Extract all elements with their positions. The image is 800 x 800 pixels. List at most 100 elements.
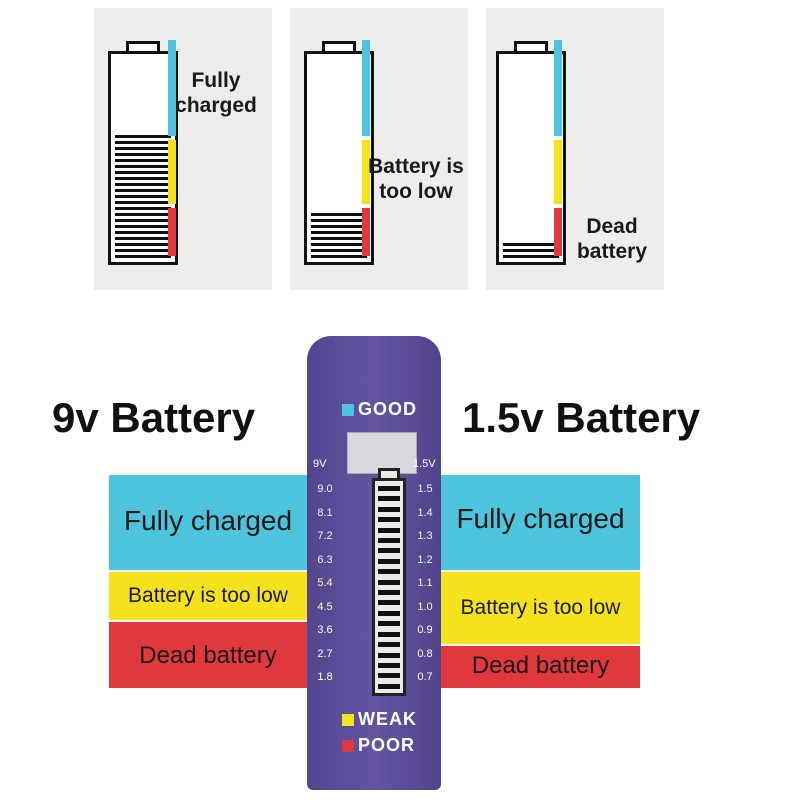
battery-bar <box>311 249 367 252</box>
good-label-row: GOOD <box>342 399 417 420</box>
battery-bar <box>311 255 367 258</box>
good-label: GOOD <box>358 399 418 419</box>
battery-bar <box>311 225 367 228</box>
panel-label-line1: Dead <box>586 215 638 238</box>
right-band-fully-label: Fully charged <box>456 503 625 534</box>
voltage-value: 1.0 <box>417 600 433 613</box>
voltage-value: 1.4 <box>417 506 433 519</box>
left-band-dead-label: Dead battery <box>139 642 277 669</box>
meter-bar <box>378 652 400 658</box>
level-strip-weak <box>362 140 370 204</box>
right-band-dead-label: Dead battery <box>471 652 610 679</box>
meter-bar <box>378 662 400 668</box>
level-strip-weak <box>554 140 562 204</box>
battery-level-bars <box>115 135 171 258</box>
battery-bar <box>115 213 171 216</box>
weak-indicator-icon <box>342 713 354 726</box>
battery-bar <box>115 207 171 210</box>
battery-bar <box>503 249 559 252</box>
battery-bar <box>311 213 367 216</box>
left-title: 9v Battery <box>52 394 256 441</box>
right-band-low-label: Battery is too low <box>460 596 621 619</box>
meter-bar <box>378 590 400 596</box>
meter-bar <box>378 631 400 637</box>
level-strip-weak <box>168 140 176 204</box>
voltage-value: 4.5 <box>317 600 333 613</box>
panel-label-line2: charged <box>175 94 257 117</box>
meter-bar <box>378 496 400 502</box>
meter-bar <box>378 569 400 575</box>
battery-bar <box>115 225 171 228</box>
battery-bar <box>311 231 367 234</box>
meter-bar <box>378 610 400 616</box>
panel-label-line1: Battery is <box>368 155 464 178</box>
meter-bar <box>378 517 400 523</box>
panel-label-line2: too low <box>379 180 453 203</box>
level-strip-good <box>168 40 176 136</box>
voltage-value: 1.5 <box>417 483 433 495</box>
battery-bar <box>115 189 171 192</box>
battery-bar <box>311 243 367 246</box>
battery-bar <box>115 165 171 168</box>
battery-bar <box>311 237 367 240</box>
meter-bar <box>378 558 400 564</box>
voltage-value: 6.3 <box>317 553 333 566</box>
battery-level-bars <box>503 243 559 258</box>
right-band-low: Battery is too low <box>441 572 640 644</box>
battery-bar <box>115 153 171 156</box>
right-title: 1.5v Battery <box>462 394 701 441</box>
battery-bar <box>115 177 171 180</box>
level-strip-poor <box>554 208 562 256</box>
voltage-value: 1.3 <box>417 530 433 542</box>
meter-bar <box>378 548 400 554</box>
poor-indicator-icon <box>342 739 354 752</box>
battery-bar <box>115 171 171 174</box>
panel-label: Dead battery <box>564 214 660 264</box>
battery-cap <box>514 41 548 51</box>
battery-meter-icon <box>372 478 406 696</box>
meter-bar <box>378 642 400 648</box>
battery-bar <box>115 195 171 198</box>
right-band-fully: Fully charged <box>441 475 640 570</box>
voltage-value: 1.8 <box>317 671 333 683</box>
battery-bar <box>115 249 171 252</box>
level-strip-poor <box>168 208 176 256</box>
battery-bar <box>115 147 171 150</box>
weak-label: WEAK <box>358 709 417 729</box>
battery-level-bars <box>311 213 367 258</box>
meter-bar <box>378 579 400 585</box>
voltage-value: 0.7 <box>417 671 433 683</box>
battery-bar <box>115 141 171 144</box>
meter-bar <box>378 486 400 491</box>
battery-icon <box>108 51 178 265</box>
battery-bar <box>115 219 171 222</box>
left-band-dead: Dead battery <box>109 622 307 688</box>
good-indicator-icon <box>342 403 354 416</box>
dead-battery-panel: Dead battery <box>486 8 664 290</box>
battery-bar <box>503 243 559 246</box>
voltage-value: 3.6 <box>317 624 333 636</box>
battery-cap <box>322 41 356 51</box>
level-strip-good <box>554 40 562 136</box>
battery-bar <box>115 243 171 246</box>
right-band-dead: Dead battery <box>441 646 640 688</box>
meter-bar <box>378 527 400 533</box>
voltage-value: 0.9 <box>417 624 433 636</box>
too-low-panel: Battery is too low <box>290 8 468 290</box>
lcd-window <box>347 432 417 474</box>
voltage-value: 1.1 <box>417 577 433 589</box>
level-strip-poor <box>362 208 370 256</box>
right-voltage-header: 1.5V <box>413 458 436 470</box>
battery-bar <box>115 201 171 204</box>
voltage-value: 0.8 <box>417 647 433 660</box>
meter-cap <box>378 468 400 480</box>
battery-cap <box>126 41 160 51</box>
meter-bar <box>378 538 400 544</box>
battery-bar <box>115 183 171 186</box>
battery-bar <box>503 255 559 258</box>
meter-bar <box>378 673 400 679</box>
left-band-low-label: Battery is too low <box>128 584 288 607</box>
panel-label-line2: battery <box>576 240 648 263</box>
battery-bar <box>311 219 367 222</box>
panel-label: Fully charged <box>166 68 266 118</box>
